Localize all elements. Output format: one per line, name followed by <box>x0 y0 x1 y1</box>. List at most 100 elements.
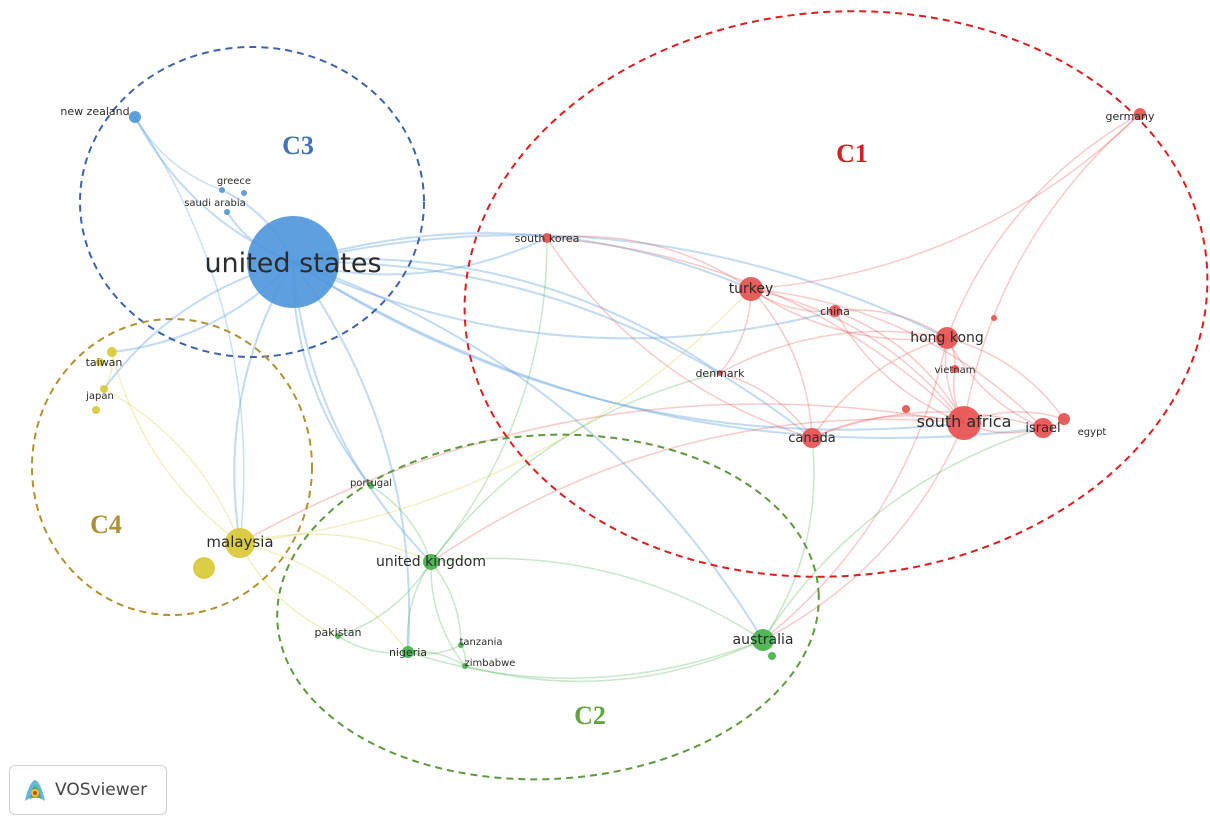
link <box>292 261 1044 439</box>
link <box>239 533 432 563</box>
link <box>292 261 411 653</box>
link <box>946 337 1065 420</box>
link <box>239 403 965 544</box>
node-turkey[interactable] <box>739 277 763 301</box>
link <box>834 310 965 424</box>
label-portugal: portugal <box>350 478 392 489</box>
node-egypt[interactable] <box>1058 413 1070 425</box>
label-saudi-arabia: saudi arabia <box>184 198 246 209</box>
cluster-outline-c4 <box>31 318 313 616</box>
link <box>762 427 1044 641</box>
link <box>946 113 1141 339</box>
label-south-africa: south africa <box>917 412 1012 431</box>
node-taiwan[interactable] <box>107 347 117 357</box>
link <box>430 557 764 641</box>
node[interactable] <box>241 190 247 196</box>
node[interactable] <box>193 557 215 579</box>
link <box>546 237 965 424</box>
node-pakistan[interactable] <box>335 633 341 639</box>
node-zimbabwe[interactable] <box>462 663 468 669</box>
cluster-outline-c2 <box>276 433 820 781</box>
node-germany[interactable] <box>1134 108 1146 120</box>
node-united-kingdom[interactable] <box>423 554 439 570</box>
node-united-states[interactable] <box>247 216 339 308</box>
node-tanzania[interactable] <box>458 642 464 648</box>
link <box>834 309 948 339</box>
link <box>762 337 948 641</box>
node-denmark[interactable] <box>717 370 723 376</box>
node[interactable] <box>991 315 997 321</box>
label-tanzania: tanzania <box>459 637 502 648</box>
node-hong-kong[interactable] <box>936 327 958 349</box>
link <box>292 260 813 439</box>
link <box>134 116 245 544</box>
link <box>292 258 721 374</box>
label-hong-kong: hong kong <box>910 330 984 346</box>
link <box>239 542 339 637</box>
node-japan[interactable] <box>100 385 108 393</box>
link <box>292 261 836 340</box>
label-taiwan: taiwan <box>86 356 123 369</box>
node-china[interactable] <box>829 305 841 317</box>
link <box>292 261 965 431</box>
links-layer <box>103 113 1141 683</box>
node-australia[interactable] <box>752 629 774 651</box>
node[interactable] <box>96 358 104 366</box>
label-zimbabwe: zimbabwe <box>465 658 516 669</box>
link <box>719 372 813 439</box>
label-germany: germany <box>1105 110 1155 123</box>
node-malaysia[interactable] <box>225 528 255 558</box>
link <box>430 561 462 646</box>
label-turkey: turkey <box>729 281 774 297</box>
link <box>464 639 764 683</box>
link <box>370 485 432 563</box>
node-canada[interactable] <box>802 428 822 448</box>
link <box>834 310 965 424</box>
link <box>811 411 1044 439</box>
label-denmark: denmark <box>695 367 745 380</box>
label-japan: japan <box>85 391 114 402</box>
link <box>750 288 1044 429</box>
link <box>762 437 815 641</box>
link <box>762 422 965 641</box>
label-pakistan: pakistan <box>315 626 362 639</box>
node-nigeria[interactable] <box>402 646 414 658</box>
vosviewer-badge[interactable]: VOSviewer <box>9 765 167 815</box>
label-greece: greece <box>217 176 251 187</box>
node-new-zealand[interactable] <box>129 111 141 123</box>
node[interactable] <box>902 405 910 413</box>
cluster-label-c3: C3 <box>282 131 314 160</box>
link <box>406 561 432 653</box>
link <box>292 261 764 641</box>
node-israel[interactable] <box>1033 418 1053 438</box>
link <box>546 235 752 290</box>
label-united-kingdom: united kingdom <box>376 554 486 570</box>
cluster-outlines-layer <box>31 10 1209 781</box>
link <box>239 288 752 544</box>
label-australia: australia <box>733 632 794 648</box>
link <box>103 388 241 544</box>
link <box>430 561 466 667</box>
node-south-korea[interactable] <box>542 233 552 243</box>
label-canada: canada <box>788 431 836 446</box>
link <box>811 415 965 439</box>
node-greece[interactable] <box>219 187 225 193</box>
link <box>546 237 813 439</box>
label-china: china <box>820 305 850 318</box>
link <box>811 337 948 439</box>
node-portugal[interactable] <box>368 483 374 489</box>
node-vietnam[interactable] <box>951 365 959 373</box>
node[interactable] <box>768 652 776 660</box>
node-south-africa[interactable] <box>947 406 981 440</box>
node[interactable] <box>92 406 100 414</box>
link <box>430 418 965 563</box>
cluster-outline-c1 <box>463 10 1209 578</box>
node-saudi-arabia[interactable] <box>224 209 230 215</box>
link <box>407 639 764 679</box>
label-united-states: united states <box>204 248 381 279</box>
nodes-layer <box>92 108 1146 669</box>
